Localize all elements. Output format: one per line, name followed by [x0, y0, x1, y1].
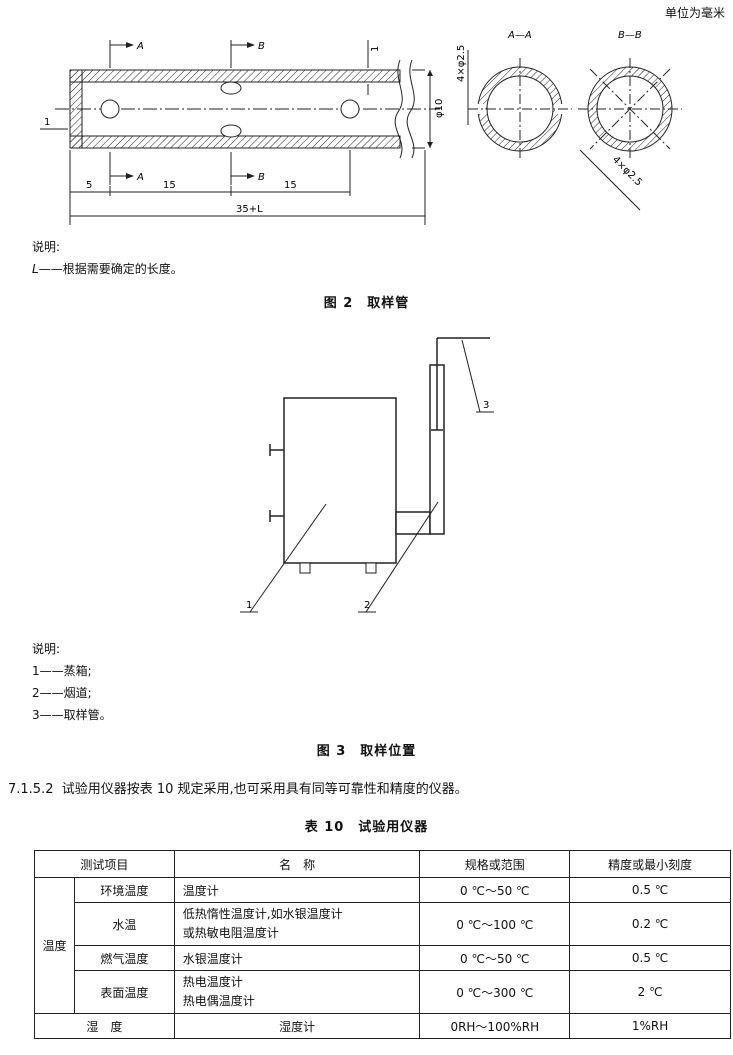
precision-cell: 0.2 ℃	[569, 902, 731, 946]
steam-box	[283, 397, 397, 564]
hole	[340, 99, 360, 119]
range-cell: 0 ℃～50 ℃	[419, 945, 571, 971]
group-cell: 温度	[34, 877, 75, 1014]
leader-2: 2	[364, 600, 370, 611]
dim-wall-left: 1	[44, 117, 50, 128]
section-label-a: A—A	[507, 30, 532, 41]
header-cell: 精度或最小刻度	[569, 850, 731, 878]
clause-paragraph: 7.1.5.2 试验用仪器按表 10 规定采用,也可采用具有同等可靠性和精度的仪…	[8, 778, 468, 797]
dim-hole-top: 4×φ2.5	[456, 45, 467, 82]
figure-3-note-title: 说明:	[32, 642, 61, 656]
figure-2-note-L: L——根据需要确定的长度。	[32, 258, 183, 280]
dim-diameter: φ10	[434, 99, 445, 118]
figure-3-note: 1——蒸箱;	[32, 664, 92, 678]
unit-note: 单位为毫米	[664, 6, 725, 20]
table-row: 表面温度 热电温度计热电偶温度计 0 ℃～300 ℃ 2 ℃	[35, 970, 731, 1014]
name-cell: 水银温度计	[173, 945, 421, 971]
figure-3-note: 3——取样管。	[32, 708, 112, 722]
section-label-b: B—B	[618, 30, 642, 41]
header-cell: 规格或范围	[419, 850, 571, 878]
figure-3-caption: 图 3 取样位置	[316, 744, 417, 759]
figure-2-sampling-tube-drawing: A A B B 1 1 φ10 5 15 15 35+L 4×φ2.5 A—A …	[40, 30, 682, 225]
dim-hole-right: 4×φ2.5	[610, 154, 644, 188]
section-mark-b: B	[258, 172, 265, 183]
name-cell: 温度计	[173, 877, 421, 903]
range-cell: 0RH～100%RH	[419, 1013, 571, 1039]
precision-cell: 0.5 ℃	[569, 945, 731, 971]
hole	[100, 99, 120, 119]
table-10-instruments: 测试项目 名 称 规格或范围 精度或最小刻度 温度 环境温度 温度计 0 ℃～5…	[34, 850, 731, 1039]
name-cell: 湿度计	[173, 1013, 421, 1039]
name-line: 热电温度计	[182, 975, 243, 989]
clause-text: 试验用仪器按表 10 规定采用,也可采用具有同等可靠性和精度的仪器。	[61, 782, 468, 797]
leader-1: 1	[246, 600, 252, 611]
tube-wall-bottom	[69, 135, 401, 149]
precision-cell: 0.5 ℃	[569, 877, 731, 903]
table-row: 温度 环境温度 温度计 0 ℃～50 ℃ 0.5 ℃	[34, 877, 731, 1014]
table-row: 燃气温度 水银温度计 0 ℃～50 ℃ 0.5 ℃	[35, 945, 731, 971]
dim-wall-top: 1	[370, 46, 381, 52]
item-cell: 湿 度	[34, 1013, 175, 1039]
dim-total: 35+L	[236, 204, 263, 215]
table-10-caption: 表 10 试验用仪器	[304, 820, 429, 835]
tube-wall-top	[69, 69, 401, 83]
precision-cell: 1%RH	[569, 1013, 731, 1039]
name-line: 热电偶温度计	[182, 994, 255, 1008]
header-cell: 测试项目	[34, 850, 175, 878]
table-header-row: 测试项目 名 称 规格或范围 精度或最小刻度	[34, 850, 731, 878]
name-cell: 热电温度计热电偶温度计	[173, 970, 421, 1014]
tube-break	[394, 59, 403, 159]
hole	[220, 81, 242, 95]
dim-5: 5	[86, 180, 92, 191]
clause-number: 7.1.5.2	[8, 782, 54, 797]
note-text: ——根据需要确定的长度。	[38, 262, 183, 276]
figure-2-caption: 图 2 取样管	[323, 296, 410, 311]
table-row: 湿 度 湿度计 0RH～100%RH 1%RH	[34, 1013, 731, 1039]
dim-15: 15	[284, 180, 297, 191]
flue	[395, 511, 431, 535]
figure-3-note: 2——烟道;	[32, 686, 92, 700]
figure-2-note-title: 说明:	[32, 240, 61, 254]
leader-3: 3	[483, 400, 489, 411]
range-cell: 0 ℃～100 ℃	[419, 902, 571, 946]
range-cell: 0 ℃～300 ℃	[419, 970, 571, 1014]
precision-cell: 2 ℃	[569, 970, 731, 1014]
table-row: 水温 低热惰性温度计,如水银温度计或热敏电阻温度计 0 ℃～100 ℃ 0.2 …	[35, 902, 731, 946]
range-cell: 0 ℃～50 ℃	[419, 877, 571, 903]
item-cell: 表面温度	[73, 970, 175, 1014]
figure-3-sampling-position-drawing: 1 2 3	[240, 337, 494, 613]
name-line: 低热惰性温度计,如水银温度计	[182, 907, 343, 921]
section-mark-a: A	[136, 41, 144, 52]
item-cell: 环境温度	[73, 877, 175, 903]
header-cell: 名 称	[173, 850, 421, 878]
item-cell: 燃气温度	[73, 945, 175, 971]
section-mark-a: A	[136, 172, 144, 183]
hole	[220, 124, 242, 138]
section-mark-b: B	[258, 41, 265, 52]
item-cell: 水温	[73, 902, 175, 946]
dim-15: 15	[163, 180, 176, 191]
name-line: 或热敏电阻温度计	[182, 926, 279, 940]
note-symbol: L	[32, 262, 39, 276]
name-cell: 低热惰性温度计,如水银温度计或热敏电阻温度计	[173, 902, 421, 946]
